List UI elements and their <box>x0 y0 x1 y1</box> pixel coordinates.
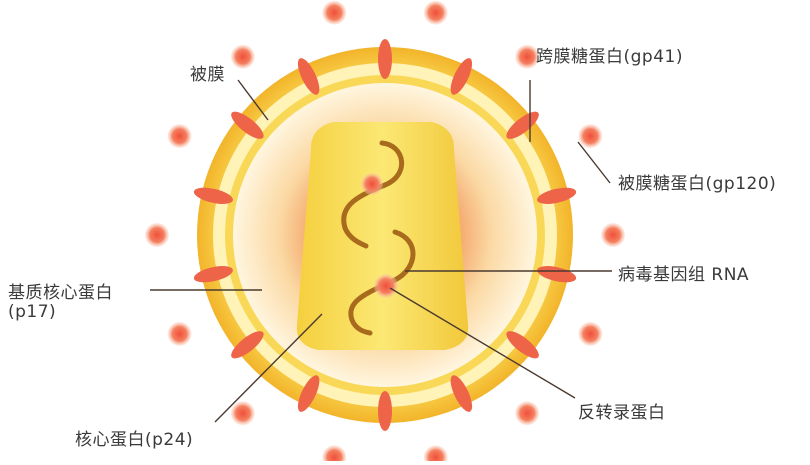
label-gp41: 跨膜糖蛋白(gp41) <box>536 42 683 67</box>
reverse-transcriptase-dot-1 <box>361 173 383 195</box>
reverse-transcriptase-dot-2 <box>374 274 398 298</box>
label-reverse-transcriptase: 反转录蛋白 <box>578 398 666 423</box>
label-capsid: 核心蛋白(p24) <box>75 425 193 450</box>
gp120-knob <box>322 445 346 461</box>
label-rna: 病毒基因组 RNA <box>618 260 749 285</box>
label-gp120: 被膜糖蛋白(gp120) <box>618 169 776 194</box>
label-matrix-line2: (p17) <box>8 302 56 322</box>
gp120-knob <box>168 322 192 346</box>
gp120-knob <box>322 1 346 25</box>
gp120-knob <box>578 124 602 148</box>
gp120-knob <box>578 322 602 346</box>
gp120-knob <box>424 445 448 461</box>
gp41-spike <box>378 39 392 79</box>
leader-gp120 <box>578 142 610 183</box>
gp120-knob <box>601 223 625 247</box>
capsid-core <box>297 122 468 350</box>
gp120-knob <box>424 1 448 25</box>
gp41-spike <box>378 391 392 431</box>
label-envelope: 被膜 <box>190 60 225 85</box>
gp120-knob <box>231 401 255 425</box>
gp120-knob <box>145 223 169 247</box>
gp120-knob <box>168 124 192 148</box>
gp120-knob <box>231 45 255 69</box>
label-matrix-line1: 基质核心蛋白 <box>8 278 113 303</box>
gp120-knob <box>515 401 539 425</box>
